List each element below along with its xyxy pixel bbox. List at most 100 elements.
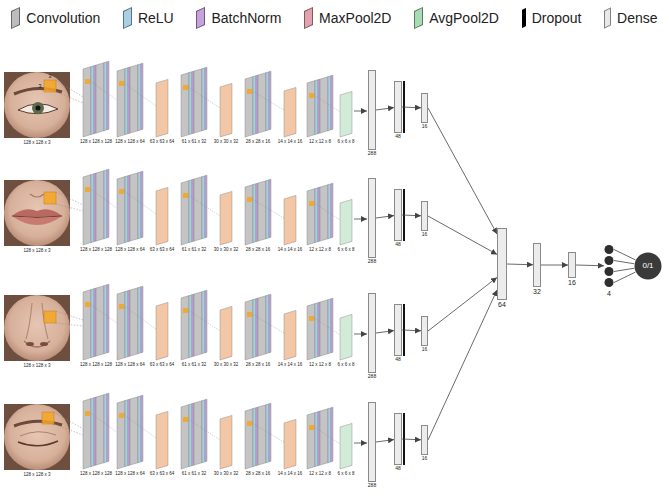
layer-slab	[91, 66, 94, 135]
legend-item: Convolution	[11, 9, 100, 27]
layer-slab	[104, 62, 107, 131]
dense-layer: 16	[421, 425, 428, 455]
layer-slab	[202, 400, 205, 463]
kernel-window	[85, 302, 90, 307]
conv-stack	[83, 169, 352, 245]
layer-slab	[256, 407, 258, 466]
kernel-window	[42, 412, 54, 424]
legend-swatch	[414, 7, 423, 29]
dimension-label: 30 x 30 x 32	[214, 363, 239, 368]
connector-arrow	[428, 216, 497, 254]
kernel-projection	[56, 204, 83, 211]
flatten-arrow	[354, 443, 367, 444]
legend-item: BatchNorm	[196, 9, 281, 27]
unit-dot	[605, 256, 614, 265]
dimension-label: 128 x 128 x 3	[23, 364, 50, 369]
layer-slab	[245, 409, 253, 469]
dense-layer: 288	[368, 293, 376, 373]
kernel-projection	[56, 323, 83, 326]
kernel-projection	[56, 92, 83, 103]
unit-count: 4	[607, 290, 611, 297]
dimension-label: 63 x 63 x 64	[150, 248, 175, 253]
unit-dot	[605, 278, 614, 287]
unit-count: 288	[368, 483, 376, 488]
unit-count: 288	[368, 151, 376, 156]
layer-slab	[205, 67, 207, 130]
flatten-arrow	[354, 334, 367, 335]
kernel-projection	[314, 203, 340, 220]
layer-slab	[91, 398, 94, 467]
dimension-label: 128 x 128 x 128	[80, 248, 112, 253]
layer-slab	[269, 294, 271, 353]
legend-swatch	[196, 7, 205, 29]
face-feature	[12, 216, 62, 225]
layer-slab	[83, 175, 91, 245]
face-feature	[24, 341, 50, 347]
layer-slab	[128, 175, 130, 242]
face-feature	[12, 216, 62, 218]
layer-slab	[269, 179, 271, 238]
layer-slab	[141, 395, 143, 462]
legend-swatch	[522, 8, 526, 28]
face-feature	[18, 441, 58, 446]
output-units: 4	[604, 244, 614, 288]
layer-slab	[318, 187, 320, 242]
kernel-window	[183, 85, 188, 90]
dense-layer: 48	[394, 413, 402, 465]
unit-count: 16	[422, 232, 428, 237]
face-skin	[4, 404, 70, 470]
image-frame	[4, 404, 70, 470]
unit-count: 288	[368, 374, 376, 379]
eye-pupil	[36, 106, 41, 111]
legend-label: Convolution	[26, 11, 100, 25]
dimension-label: 6 x 6 x 8	[337, 140, 354, 145]
kernel-projection	[188, 310, 220, 331]
connector-arrow	[376, 331, 394, 333]
layer-slab	[130, 173, 138, 241]
kernel-window	[44, 192, 56, 204]
dimension-label: 6 x 6 x 8	[337, 472, 354, 477]
layer-slab	[117, 177, 125, 245]
layer-slab	[320, 185, 328, 241]
legend-swatch	[11, 7, 20, 29]
kernel-window	[85, 187, 90, 192]
legend-item: ReLU	[123, 9, 174, 27]
kernel-window	[85, 411, 90, 416]
eye-iris	[32, 102, 44, 114]
unit-count: 48	[395, 357, 401, 362]
image-frame	[4, 180, 70, 246]
face-feature	[30, 194, 44, 197]
layer-slab	[91, 289, 94, 358]
layer-slab	[156, 187, 168, 245]
dimension-label: 61 x 61 x 32	[182, 363, 207, 368]
layer-slab	[328, 76, 331, 131]
dimension-label: 28 x 28 x 16	[246, 248, 271, 253]
dense-layer: 16	[421, 316, 428, 346]
kernel-window	[119, 304, 124, 309]
nostril	[26, 342, 34, 346]
kernel-window	[183, 193, 188, 198]
connector-arrow	[507, 264, 533, 266]
unit-dot	[605, 267, 614, 276]
dimension-label: 128 x 128 x 64	[115, 140, 145, 145]
kernel-window	[44, 311, 56, 323]
dimension-label: 14 x 14 x 16	[278, 140, 303, 145]
layer-slab	[266, 180, 269, 239]
unit-count: 48	[395, 134, 401, 139]
kernel-window	[119, 189, 124, 194]
dimension-label: 63 x 63 x 64	[150, 140, 175, 145]
unit-count: 16	[422, 124, 428, 129]
unit-count: 64	[498, 301, 506, 308]
kernel-window	[183, 417, 188, 422]
dense-layer: 16	[421, 93, 428, 123]
connector-arrow	[402, 439, 421, 441]
dimension-label: 28 x 28 x 16	[246, 363, 271, 368]
legend-item: Dense	[604, 9, 657, 27]
dense-layer: 48	[394, 304, 402, 356]
dimension-label: 128 x 128 x 128	[80, 140, 112, 145]
layer-slab	[253, 184, 256, 243]
layer-slab	[269, 71, 271, 130]
layer-slab	[220, 191, 232, 245]
layer-slab	[125, 400, 128, 467]
kernel-projection	[124, 415, 156, 438]
